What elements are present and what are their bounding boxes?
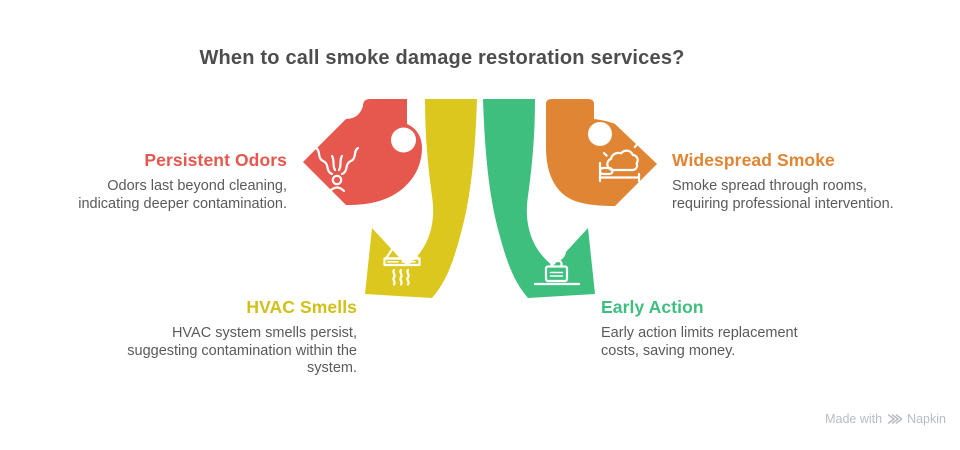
made-with-napkin-watermark: Made with Napkin (825, 412, 946, 426)
napkin-logo-icon (887, 414, 903, 424)
arrow-curl-cutout (588, 122, 612, 146)
item-description: Odors last beyond cleaning, indicating d… (78, 178, 287, 212)
range-hood-icon (383, 236, 421, 286)
item-description: Early action limits replacement costs, s… (601, 325, 798, 359)
item-widespread-smoke: Widespread Smoke Smoke spread through ro… (672, 150, 917, 213)
item-heading: Widespread Smoke (672, 150, 835, 170)
item-heading: Early Action (601, 297, 704, 317)
diagram-title: When to call smoke damage restoration se… (199, 47, 685, 69)
arrow-persistent-odors (303, 99, 422, 205)
item-heading: Persistent Odors (144, 150, 287, 170)
arrow-early-action (483, 99, 595, 298)
smoke-bed-icon (598, 143, 641, 183)
item-early-action: Early Action Early action limits replace… (601, 297, 831, 360)
item-persistent-odors: Persistent Odors Odors last beyond clean… (47, 150, 287, 213)
item-hvac-smells: HVAC Smells HVAC system smells persist, … (107, 297, 357, 378)
odor-person-icon (314, 146, 360, 193)
item-description: HVAC system smells persist, suggesting c… (127, 325, 357, 376)
item-heading: HVAC Smells (246, 297, 357, 317)
arrow-hvac-smells (365, 99, 477, 298)
arrow-curl-cutout (391, 127, 416, 153)
briefcase-clock-icon (533, 242, 581, 286)
watermark-brand: Napkin (907, 412, 946, 426)
watermark-prefix: Made with (825, 412, 883, 426)
arrow-widespread-smoke (546, 99, 657, 206)
item-description: Smoke spread through rooms, requiring pr… (672, 178, 894, 212)
